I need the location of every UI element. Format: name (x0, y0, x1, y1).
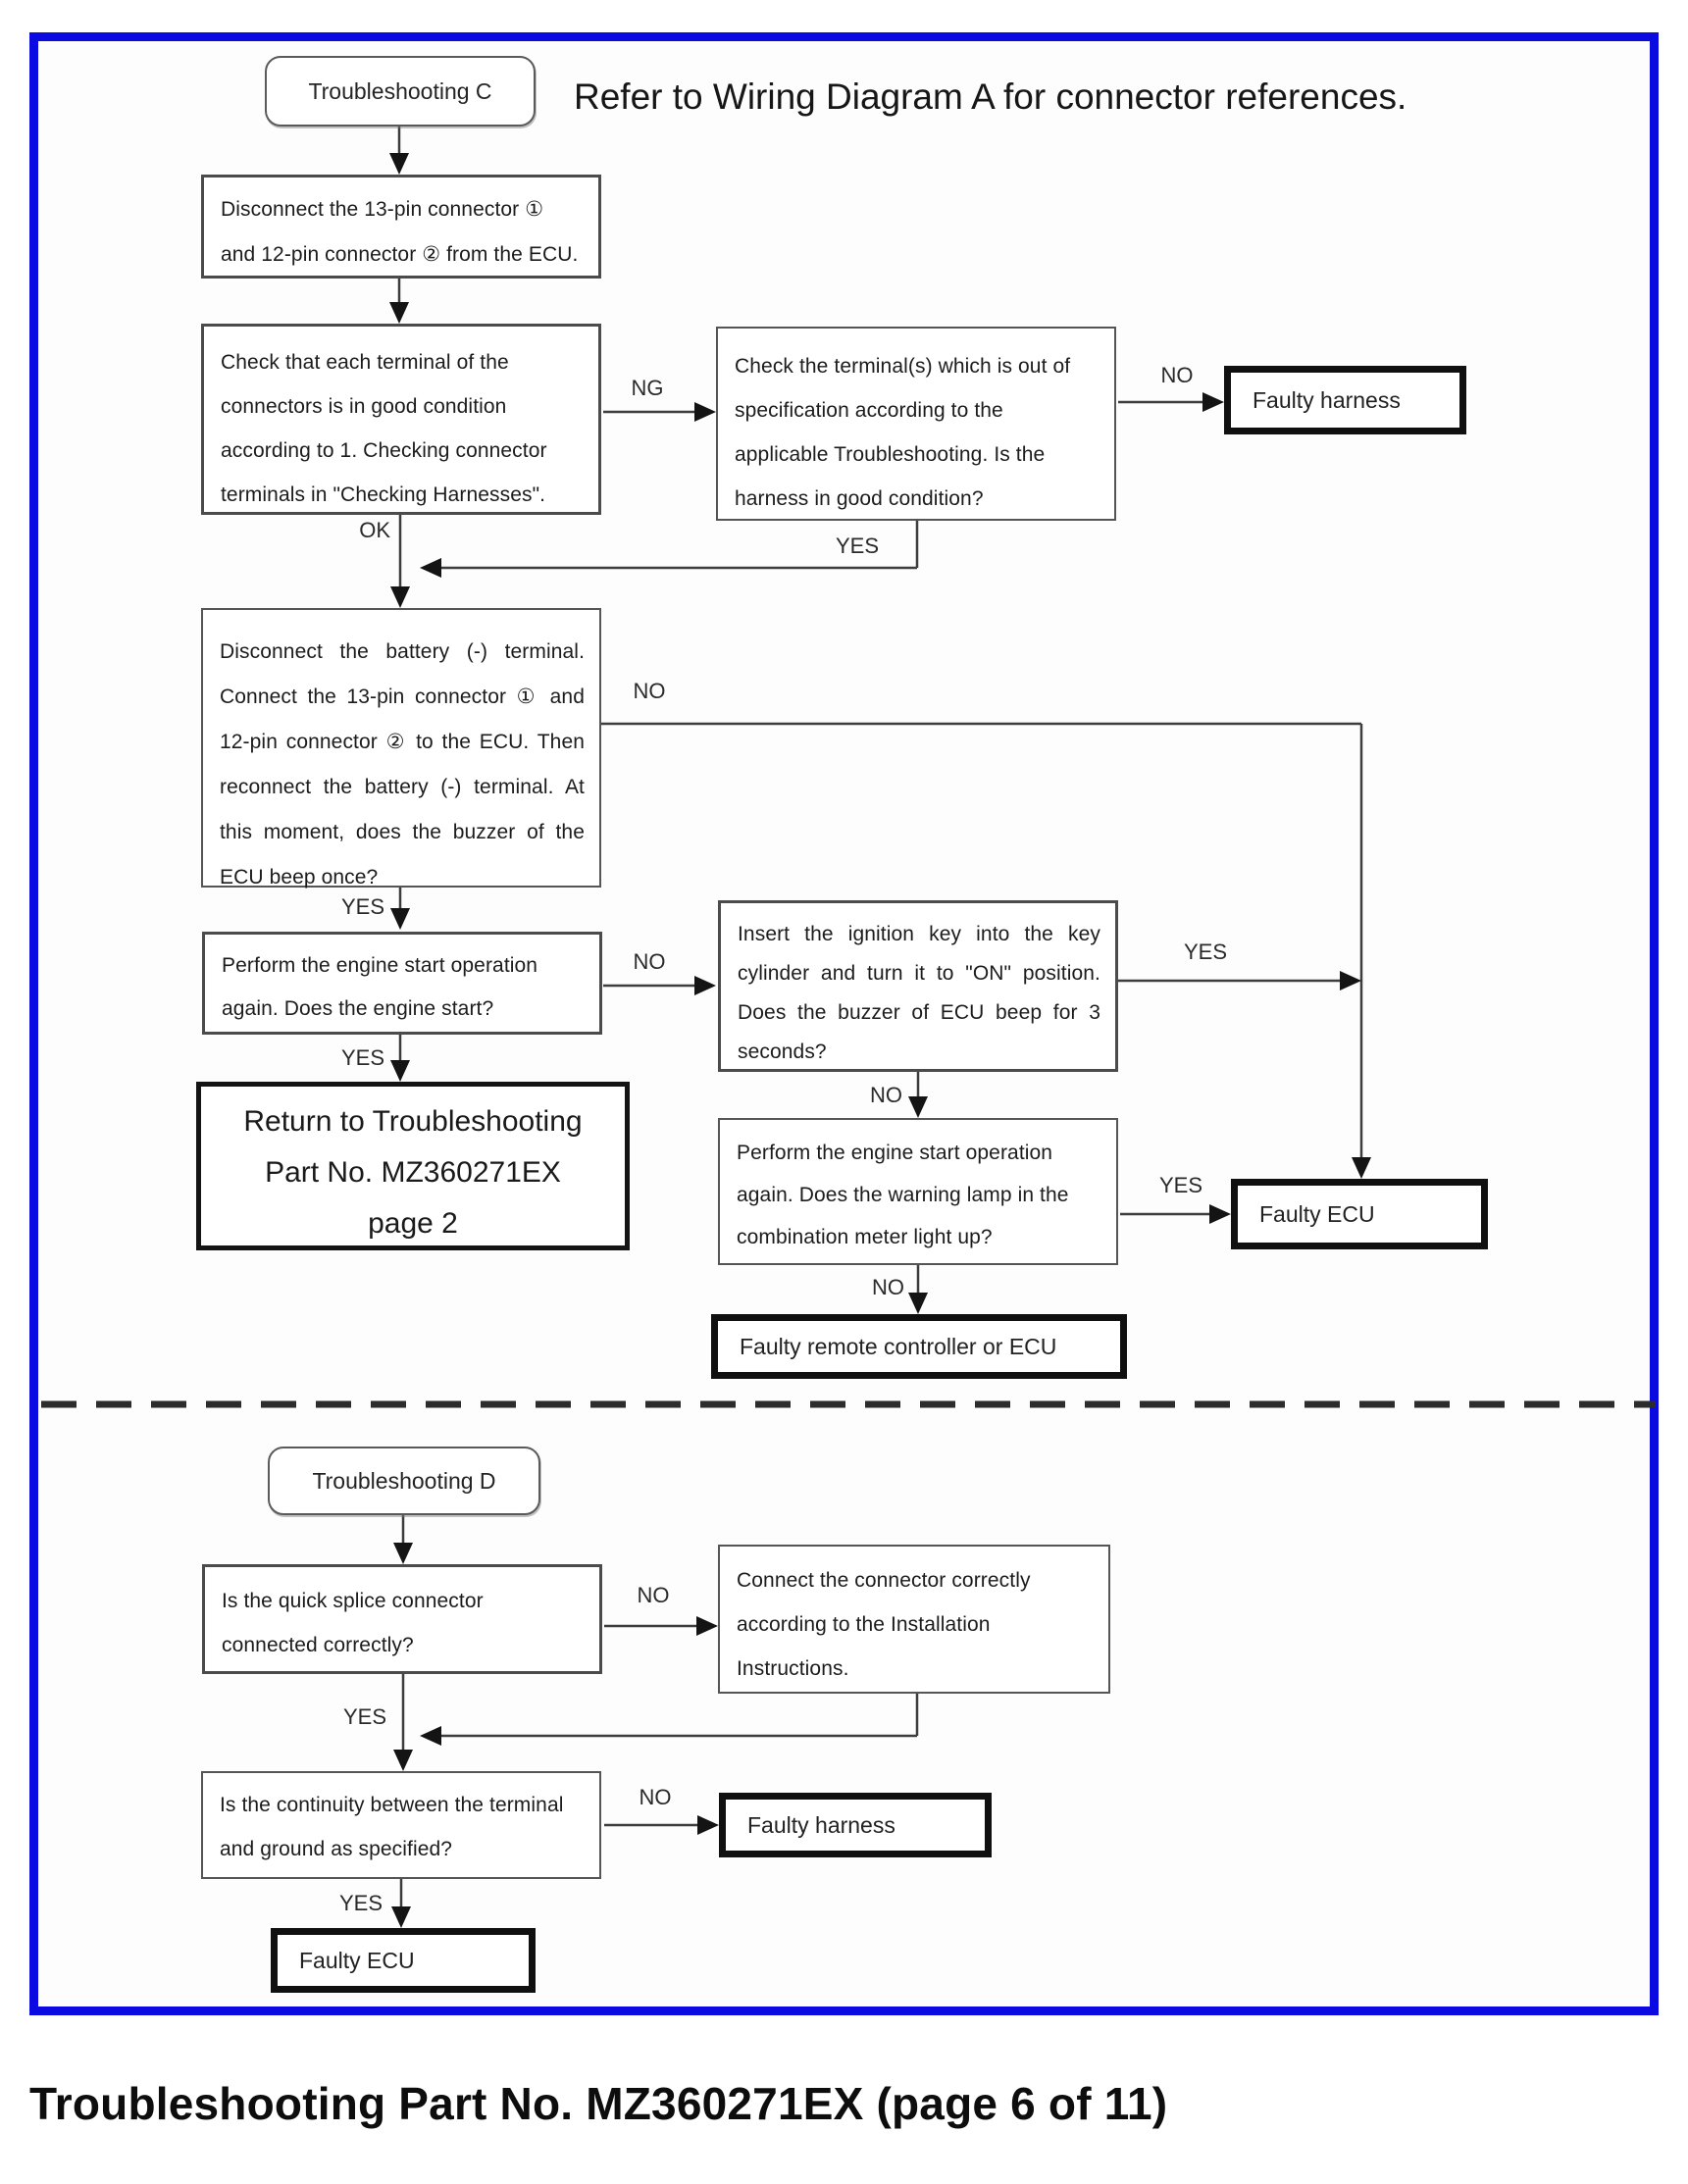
terminal-faulty-ecu-c: Faulty ECU (1231, 1179, 1488, 1249)
edge-label-ok: OK (359, 518, 390, 542)
terminal-faulty-remote-or-ecu: Faulty remote controller or ECU (711, 1314, 1127, 1379)
edge-label-no-spec: NO (1160, 363, 1194, 387)
decision-warning-lamp: Perform the engine start operation again… (718, 1118, 1118, 1265)
edge-label-no-splice: NO (637, 1583, 670, 1607)
return-line-2: Part No. MZ360271EX (265, 1156, 561, 1189)
edge-label-no-buzzer: NO (633, 679, 666, 703)
start-node-troubleshooting-d: Troubleshooting D (268, 1447, 540, 1515)
edge-label-yes-spec: YES (835, 533, 880, 558)
decision-reconnect-battery-buzzer: Disconnect the battery (-) terminal. Con… (201, 608, 601, 889)
edge-label-yes-splice: YES (342, 1704, 386, 1729)
edge-label-no-ignition: NO (870, 1083, 902, 1107)
process-connect-correctly: Connect the connector correctly accordin… (718, 1545, 1110, 1694)
edge-label-yes-continuity: YES (338, 1891, 383, 1915)
decision-check-out-of-spec: Check the terminal(s) which is out of sp… (716, 327, 1116, 521)
process-disconnect-connectors: Disconnect the 13-pin connector ① and 12… (201, 175, 601, 279)
edge-label-no-continuity: NO (639, 1785, 672, 1809)
arrowheads (389, 153, 1371, 1928)
decision-continuity: Is the continuity between the terminal a… (201, 1771, 601, 1879)
return-line-1: Return to Troubleshooting (243, 1105, 583, 1138)
edge-label-ng: NG (631, 376, 664, 400)
edge-label-yes-buzzer: YES (340, 894, 384, 919)
decision-quick-splice: Is the quick splice connector connected … (202, 1564, 602, 1674)
edge-label-yes-engine: YES (340, 1045, 384, 1070)
wiring-diagram-note: Refer to Wiring Diagram A for connector … (574, 76, 1407, 117)
return-line-3: page 2 (368, 1207, 458, 1240)
start-node-label: Troubleshooting C (308, 77, 492, 104)
terminal-return-to-troubleshooting: Return to Troubleshooting Part No. MZ360… (196, 1082, 630, 1250)
edge-label-yes-lamp: YES (1158, 1173, 1203, 1197)
decision-ignition-key-buzzer: Insert the ignition key into the key cyl… (718, 900, 1118, 1072)
connector-lines (397, 127, 1363, 1909)
start-node-troubleshooting-c: Troubleshooting C (265, 56, 536, 127)
decision-engine-start: Perform the engine start operation again… (202, 932, 602, 1035)
edge-label-no-lamp: NO (872, 1275, 904, 1299)
page-caption: Troubleshooting Part No. MZ360271EX (pag… (29, 2078, 1168, 2129)
start-node-label: Troubleshooting D (312, 1467, 496, 1494)
process-check-terminals: Check that each terminal of the connecto… (201, 324, 601, 515)
terminal-faulty-ecu-d: Faulty ECU (271, 1928, 536, 1993)
edge-label-no-engine: NO (633, 949, 666, 974)
terminal-faulty-harness-c: Faulty harness (1224, 366, 1466, 434)
terminal-faulty-harness-d: Faulty harness (719, 1793, 992, 1857)
edge-label-yes-ignition: YES (1183, 940, 1228, 964)
